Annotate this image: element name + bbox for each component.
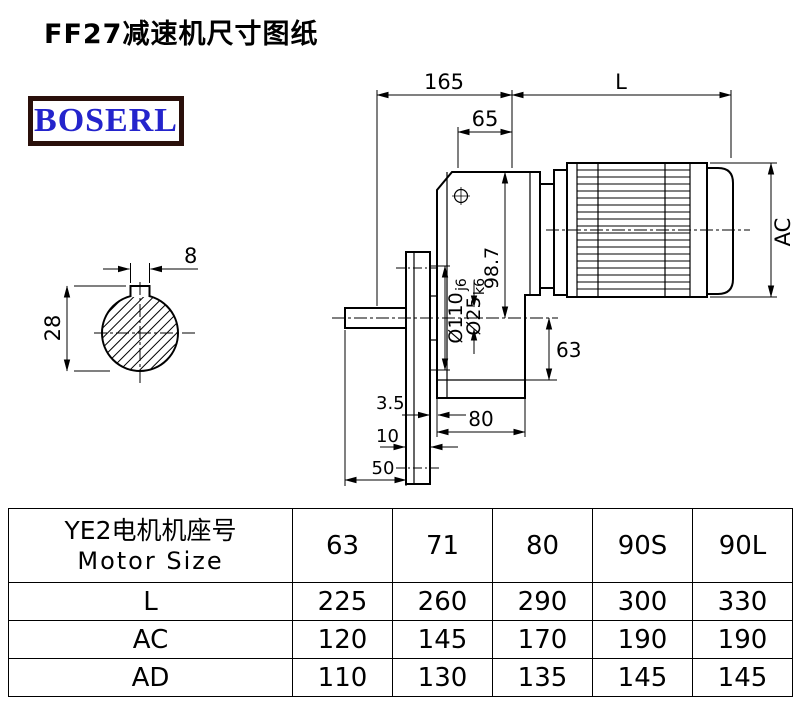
dim-987-label: 98.7 bbox=[481, 247, 503, 289]
cell-L-80: 290 bbox=[492, 582, 593, 621]
cell-AD-71: 130 bbox=[392, 658, 493, 697]
motor-size-header-zh: YE2电机机座号 bbox=[64, 515, 237, 545]
row-label-AD: AD bbox=[8, 658, 293, 697]
output-flange bbox=[405, 251, 431, 485]
shaft-cross-section-view: 8 28 bbox=[41, 244, 198, 386]
dim-50-label: 50 bbox=[372, 458, 395, 479]
dim-65-label: 65 bbox=[472, 107, 499, 131]
cell-AC-80: 170 bbox=[492, 620, 593, 659]
size-column-71: 71 bbox=[392, 508, 493, 583]
size-column-80: 80 bbox=[492, 508, 593, 583]
cell-AC-71: 145 bbox=[392, 620, 493, 659]
cell-AC-90L: 190 bbox=[692, 620, 793, 659]
dim-50: 50 bbox=[344, 330, 407, 486]
dim-110-tolerance: j6 bbox=[454, 278, 470, 292]
dim-63-label: 63 bbox=[556, 338, 581, 362]
dim-25-label: Ø25 bbox=[463, 296, 485, 335]
cell-L-90S: 300 bbox=[592, 582, 693, 621]
dim-110-label: Ø110 bbox=[445, 292, 467, 343]
motor-cooling-fins bbox=[577, 169, 690, 290]
dim-80-label: 80 bbox=[468, 407, 493, 431]
dimensions: 165 L 65 AC Ø110 j6 bbox=[344, 70, 795, 486]
page-title: FF27减速机尺寸图纸 bbox=[44, 19, 319, 50]
dim-8-label: 8 bbox=[184, 244, 197, 268]
dim-65: 65 bbox=[457, 107, 513, 168]
dim-L: L bbox=[511, 70, 732, 99]
dim-98-7: 98.7 bbox=[481, 171, 509, 319]
dim-10: 10 bbox=[376, 426, 458, 451]
cell-L-71: 260 bbox=[392, 582, 493, 621]
dim-10-label: 10 bbox=[376, 426, 399, 447]
table-row-L: L 225 260 290 300 330 bbox=[8, 582, 793, 621]
motor-size-header-en: Motor Size bbox=[77, 547, 224, 576]
motor-adapter-ring-1 bbox=[539, 183, 555, 289]
dim-63: 63 bbox=[525, 317, 581, 381]
cell-AD-63: 110 bbox=[292, 658, 393, 697]
dim-L-label: L bbox=[615, 70, 627, 94]
dim-8: 8 bbox=[103, 244, 198, 283]
dim-165-label: 165 bbox=[424, 70, 464, 94]
cell-AD-90L: 145 bbox=[692, 658, 793, 697]
cell-AC-63: 120 bbox=[292, 620, 393, 659]
size-column-90S: 90S bbox=[592, 508, 693, 583]
brand-logo: BOSERL bbox=[28, 96, 184, 146]
size-column-63: 63 bbox=[292, 508, 393, 583]
row-label-AC: AC bbox=[8, 620, 293, 659]
motor-dimension-table: YE2电机机座号 Motor Size 63 71 80 90S 90L L 2… bbox=[8, 508, 793, 697]
dim-AC: AC bbox=[710, 162, 795, 298]
flange-bolt-centerlines bbox=[396, 267, 440, 469]
cell-AD-90S: 145 bbox=[592, 658, 693, 697]
dim-28: 28 bbox=[41, 285, 126, 372]
fan-cover bbox=[706, 167, 734, 295]
cell-AC-90S: 190 bbox=[592, 620, 693, 659]
gearmotor-side-view bbox=[332, 162, 750, 485]
size-column-90L: 90L bbox=[692, 508, 793, 583]
cell-L-63: 225 bbox=[292, 582, 393, 621]
table-header-row: YE2电机机座号 Motor Size 63 71 80 90S 90L bbox=[8, 508, 793, 583]
dim-80: 80 bbox=[436, 398, 526, 437]
brand-logo-text: BOSERL bbox=[34, 102, 178, 139]
dim-110j6: Ø110 j6 bbox=[430, 265, 470, 371]
motor-size-header-cell: YE2电机机座号 Motor Size bbox=[8, 508, 293, 583]
dim-25-tolerance: k6 bbox=[472, 278, 488, 295]
housing-eyebolt-hole bbox=[452, 187, 470, 205]
dim-165: 165 bbox=[376, 70, 732, 306]
dim-28-label: 28 bbox=[41, 315, 65, 342]
dim-35-label: 3.5 bbox=[376, 393, 405, 414]
technical-drawing: 8 28 bbox=[41, 70, 795, 486]
cell-L-90L: 330 bbox=[692, 582, 793, 621]
row-label-L: L bbox=[8, 582, 293, 621]
motor-adapter-ring-2 bbox=[553, 169, 568, 296]
gearbox-housing bbox=[436, 171, 541, 399]
table-row-AC: AC 120 145 170 190 190 bbox=[8, 620, 793, 659]
dim-25k6: Ø25 k6 bbox=[463, 278, 488, 354]
cell-AD-80: 135 bbox=[492, 658, 593, 697]
table-row-AD: AD 110 130 135 145 145 bbox=[8, 658, 793, 697]
dim-AC-label: AC bbox=[771, 218, 795, 247]
